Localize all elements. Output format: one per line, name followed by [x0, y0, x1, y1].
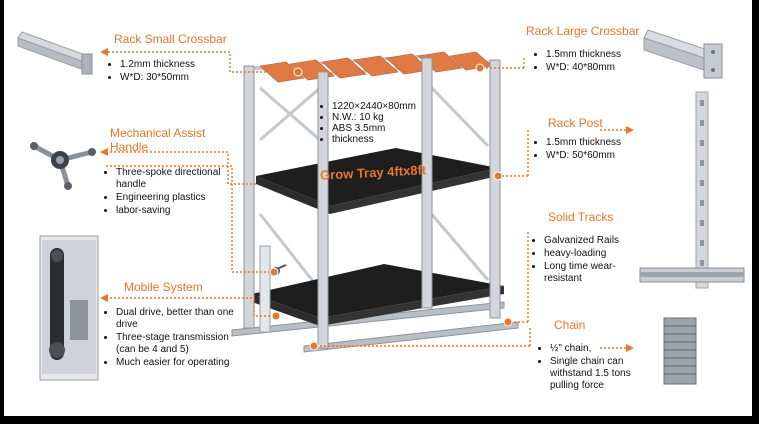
spec-item: W*D: 30*50mm [120, 71, 240, 84]
spec-item: Dual drive, better than one drive [116, 306, 248, 331]
solid-tracks-title: Solid Tracks [548, 210, 614, 224]
rack-posts [243, 57, 501, 349]
drive-image [39, 235, 99, 381]
tray-spec-item: 1220×2440×80mm [332, 101, 416, 112]
rack-post-image [695, 91, 709, 289]
mobile-system-specs: Dual drive, better than one drive Three-… [104, 306, 248, 369]
tray-specs: 1220×2440×80mm N.W.: 10 kg ABS 3.5mm thi… [322, 101, 416, 145]
tray-spec-item: thickness [332, 134, 416, 145]
spec-item: Long time wear-resistant [544, 260, 636, 285]
leader-arrows [100, 48, 634, 352]
chain-title: Chain [554, 318, 586, 332]
leader-lines-2 [600, 129, 626, 349]
large-crossbar-specs: 1.5mm thickness W*D: 40*80mm [534, 48, 656, 74]
infographic-panel: Rack Small Crossbar 1.2mm thickness W*D:… [4, 0, 752, 416]
chain-specs: ½" chain, Single chain can withstand 1.5… [538, 342, 642, 392]
rack-post-specs: 1.5mm thickness W*D: 50*60mm [534, 136, 656, 162]
illustration-layer [17, 29, 745, 385]
rack-post-title: Rack Post [548, 116, 603, 130]
small-crossbar-title: Rack Small Crossbar [114, 32, 227, 46]
mobile-system-title: Mobile System [124, 280, 203, 294]
spec-item: Engineering plastics [116, 191, 240, 204]
tray-spec-item: N.W.: 10 kg [332, 112, 416, 123]
spec-item: Much easier for operating [116, 356, 248, 369]
spec-item: 1.2mm thickness [120, 58, 240, 71]
mech-handle-title-line2: Handle [110, 140, 149, 154]
track-image [639, 267, 745, 283]
spec-item: Three-stage transmission (can be 4 and 5… [116, 331, 248, 356]
spec-item: Three-spoke directional handle [116, 166, 240, 191]
spec-item: Single chain can withstand 1.5 tons pull… [550, 355, 642, 392]
small-crossbar-specs: 1.2mm thickness W*D: 30*50mm [108, 58, 240, 84]
upper-tray [256, 148, 498, 214]
handle-image [30, 142, 96, 190]
mech-handle-specs: Three-spoke directional handle Engineeri… [104, 166, 240, 217]
spec-item: 1.5mm thickness [546, 136, 656, 149]
spec-item: heavy-loading [544, 247, 636, 260]
solid-tracks-specs: Galvanized Rails heavy-loading Long time… [532, 234, 636, 285]
spec-item: Galvanized Rails [544, 234, 636, 247]
spec-item: W*D: 40*80mm [546, 61, 656, 74]
crossbars [259, 51, 493, 83]
callout-dots [269, 63, 513, 351]
small-crossbar-image [17, 31, 93, 75]
tray-spec-item: ABS 3.5mm [332, 123, 416, 134]
leader-lines [102, 51, 531, 347]
spec-item: 1.5mm thickness [546, 48, 656, 61]
large-crossbar-image [643, 29, 723, 79]
spec-item: ½" chain, [550, 342, 642, 355]
chain-image [663, 317, 697, 385]
spec-item: labor-saving [116, 204, 240, 217]
spec-item: W*D: 50*60mm [546, 149, 656, 162]
mech-handle-title-line1: Mechanical Assist [110, 126, 206, 140]
large-crossbar-title: Rack Large Crossbar [526, 24, 640, 38]
